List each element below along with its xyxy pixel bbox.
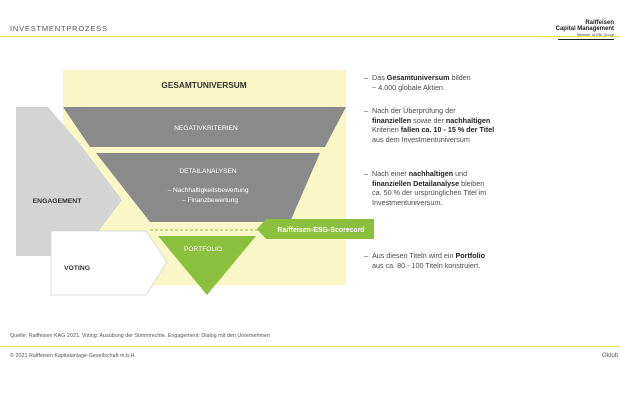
portfolio-triangle: [158, 236, 256, 295]
detail-analysis-label: DETAILANALYSEN: [179, 168, 237, 175]
logo-line-2: Capital Management: [555, 26, 614, 33]
bullet-text: Das Gesamtuniversum bilden~ 4.000 global…: [372, 73, 471, 92]
engagement-arrow: [16, 107, 122, 256]
portfolio-label: PORTFOLIO: [184, 246, 222, 253]
logo-line-3: Member of RBI Group: [576, 32, 614, 37]
voting-label: VOTING: [64, 265, 90, 272]
detail-sub-sustainability: – Nachhaltigkeitsbewertung: [167, 187, 248, 194]
negative-criteria-label: NEGATIVKRITERIEN: [174, 125, 238, 132]
header-divider: [0, 36, 620, 37]
logo-underline: [558, 39, 614, 40]
logo-line-1: Raiffeisen: [585, 20, 614, 26]
detail-analysis-band: [96, 153, 320, 222]
negative-criteria-band: [63, 107, 346, 147]
footer-divider: [0, 346, 620, 347]
universe-label: GESAMTUNIVERSUM: [161, 80, 246, 90]
voting-box: [50, 230, 168, 296]
detail-sub-finance: – Finanzbewertung: [182, 197, 238, 204]
copyright: © 2021 Raiffeisen Kapitalanlage-Gesellsc…: [10, 353, 136, 359]
source-note: Quelle: Raiffeisen KAG 2021. Voting: Aus…: [10, 333, 270, 339]
bullet-universe: –Das Gesamtuniversum bilden~ 4.000 globa…: [364, 73, 471, 92]
page-date: Oktob: [601, 353, 618, 359]
page-title: INVESTMENTPROZESS: [10, 24, 108, 33]
raiffeisen-logo: Raiffeisen Capital Management Member of …: [556, 20, 614, 37]
scorecard-arrow: [257, 219, 374, 239]
engagement-label: ENGAGEMENT: [33, 198, 83, 205]
scorecard-label: Raiffeisen-ESG-Scorecard: [277, 227, 364, 234]
